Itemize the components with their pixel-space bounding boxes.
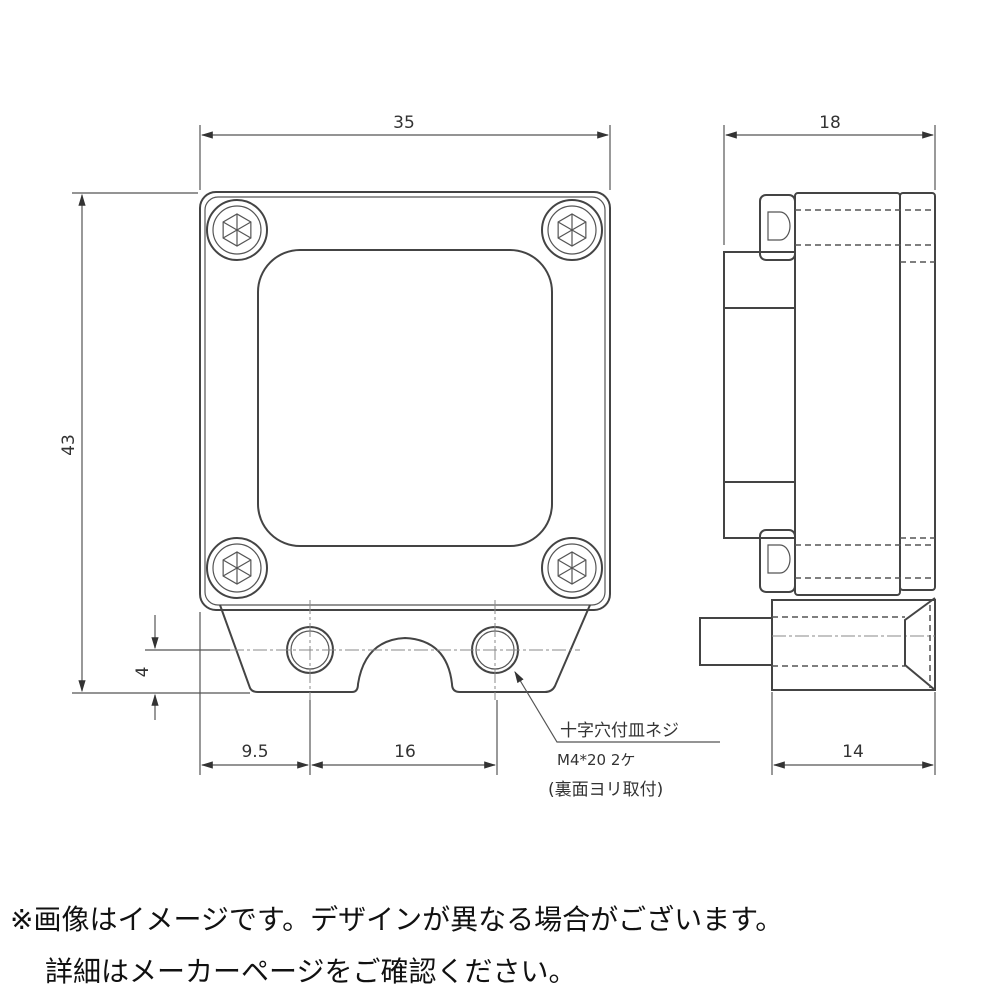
corner-screw-icon (541, 199, 603, 261)
dim-bracket-depth: 14 (842, 742, 864, 762)
side-view (699, 192, 936, 691)
dim-offset: 4 (133, 667, 153, 678)
caption-line-2: 詳細はメーカーページをご確認ください。 (45, 955, 577, 988)
corner-screw-icon (541, 537, 603, 599)
screw-note-spec: M4*20 2ケ (557, 751, 635, 769)
corner-screw-icon (206, 199, 268, 261)
corner-screw-icon (206, 537, 268, 599)
screw-note-mount: (裏面ヨリ取付) (548, 779, 663, 800)
caption-line-1: ※画像はイメージです。デザインが異なる場合がございます。 (10, 903, 784, 936)
screw-note-name: 十字穴付皿ネジ (560, 721, 679, 741)
dimension-lines (72, 125, 936, 775)
dim-hole-pitch: 16 (394, 742, 416, 762)
dim-height: 43 (59, 434, 79, 456)
dim-width: 35 (393, 113, 415, 133)
dim-depth: 18 (819, 113, 841, 133)
front-view (199, 191, 611, 700)
dim-left-hole: 9.5 (241, 742, 268, 762)
